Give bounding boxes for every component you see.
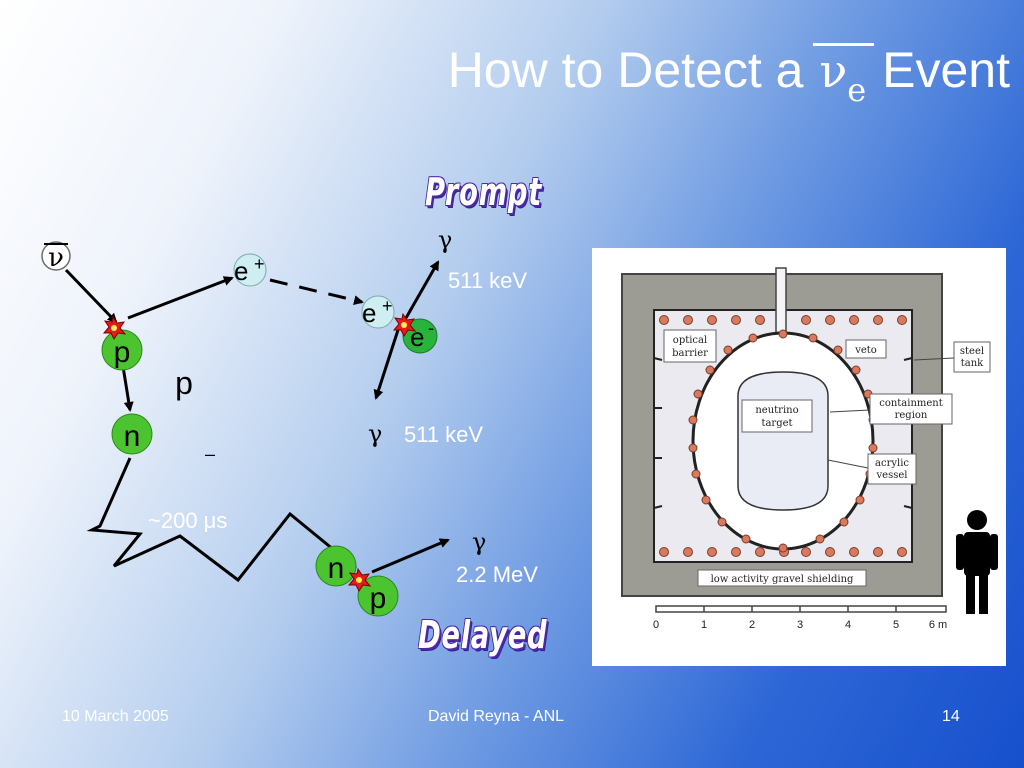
proton-label: p xyxy=(175,365,193,401)
optical-barrier-box xyxy=(663,329,717,363)
positron-charge-2: + xyxy=(382,296,393,316)
containment-region-label-1: containment xyxy=(879,398,943,409)
title-prefix: How to Detect a xyxy=(447,42,804,98)
interaction-star-1 xyxy=(102,315,127,340)
pmt-row-bottom xyxy=(659,547,907,557)
neutrino-target-box xyxy=(741,399,813,433)
veto-box xyxy=(845,339,887,359)
optical-barrier-label-1: optical xyxy=(673,335,707,346)
detector-schematic-panel: optical barrier veto steel tank neutrino… xyxy=(592,248,1006,666)
footer-page-number: 14 xyxy=(942,708,960,725)
acrylic-vessel-label-2: vessel xyxy=(876,470,908,481)
neutron-circle-2 xyxy=(315,545,357,587)
containment-region-label-2: region xyxy=(895,410,928,421)
interaction-star-2 xyxy=(392,312,417,337)
detector-schematic: optical barrier veto steel tank neutrino… xyxy=(621,267,998,631)
proton-text-1: p xyxy=(114,336,131,369)
neutron-text-2: n xyxy=(328,552,345,585)
gamma-track-up xyxy=(404,260,440,319)
scale-label-3: 3 xyxy=(797,619,803,631)
veto-label: veto xyxy=(854,345,877,356)
containment-leader xyxy=(829,409,871,413)
positron-circle-2 xyxy=(361,295,395,329)
positron-circle-1 xyxy=(233,253,267,287)
scale-label-0: 0 xyxy=(653,619,659,631)
acrylic-leader xyxy=(827,459,869,469)
electron-text: e xyxy=(410,322,424,352)
shielding-label: low activity gravel shielding xyxy=(711,574,854,585)
scale-label-6: 6 m xyxy=(929,619,947,631)
antineutrino-symbol: νe xyxy=(813,41,875,120)
gamma-symbol-3: γ xyxy=(472,528,486,556)
gamma-symbol-2: γ xyxy=(368,420,382,448)
scale-bar-ticks xyxy=(703,606,897,612)
gamma-energy-1: 511 keV xyxy=(448,268,527,293)
shielding-box xyxy=(697,569,867,587)
capture-gamma-track xyxy=(371,538,450,574)
gamma-symbol-1: γ xyxy=(438,226,452,254)
antineutrino-track xyxy=(64,268,118,324)
steel-tank-box xyxy=(953,341,991,373)
proton-text-2: p xyxy=(370,582,387,615)
person-icon xyxy=(956,510,998,614)
scale-labels: 0 1 2 3 4 5 6 m xyxy=(653,619,947,631)
neutron-circle-1 xyxy=(111,413,153,455)
title-suffix: Event xyxy=(882,42,1010,98)
delayed-label: Delayed xyxy=(418,613,548,657)
dash-mark: – xyxy=(205,444,215,464)
neutron-diffusion-path xyxy=(86,457,357,583)
positron-text-1: e xyxy=(234,256,248,286)
antineutrino-text: ν xyxy=(48,243,64,273)
acrylic-vessel-box xyxy=(867,453,917,485)
optical-barrier-label-2: barrier xyxy=(672,348,708,359)
positron-track xyxy=(127,276,234,320)
antineutrino-circle xyxy=(41,241,71,271)
footer-date: 10 March 2005 xyxy=(62,708,169,725)
capture-time: ~200 μs xyxy=(148,508,227,533)
reaction-diagram: ν e + e + e - p p n – n p γ 511 keV γ 51… xyxy=(41,226,538,617)
containment-region-box xyxy=(869,393,953,425)
positron-dashed-track xyxy=(269,278,364,306)
scale-label-2: 2 xyxy=(749,619,755,631)
prompt-label: Prompt xyxy=(425,170,542,214)
neutrino-target-label-2: target xyxy=(761,418,792,429)
scale-label-5: 5 xyxy=(893,619,899,631)
gamma-energy-2: 511 keV xyxy=(404,422,483,447)
acrylic-vessel-label-1: acrylic xyxy=(875,458,909,469)
scale-label-1: 1 xyxy=(701,619,707,631)
scale-label-4: 4 xyxy=(845,619,851,631)
electron-charge: - xyxy=(428,318,434,338)
interaction-star-3 xyxy=(347,567,372,592)
scale-bar xyxy=(655,605,947,613)
positron-text-2: e xyxy=(362,298,376,328)
steel-tank-label-2: tank xyxy=(961,358,984,369)
gamma-track-down xyxy=(373,329,400,400)
neutrino-target-label-1: neutrino xyxy=(755,405,798,416)
slide-title: How to Detect a νe Event xyxy=(0,40,1010,120)
pmt-row-top xyxy=(659,315,907,325)
positron-charge-1: + xyxy=(254,254,265,274)
steel-tank-label-1: steel xyxy=(960,346,984,357)
gamma-energy-3: 2.2 MeV xyxy=(456,562,538,587)
steel-tank-leader xyxy=(913,357,955,361)
footer-author: David Reyna - ANL xyxy=(428,708,565,725)
acrylic-vessel xyxy=(737,371,829,511)
neutron-text-1: n xyxy=(124,420,141,453)
